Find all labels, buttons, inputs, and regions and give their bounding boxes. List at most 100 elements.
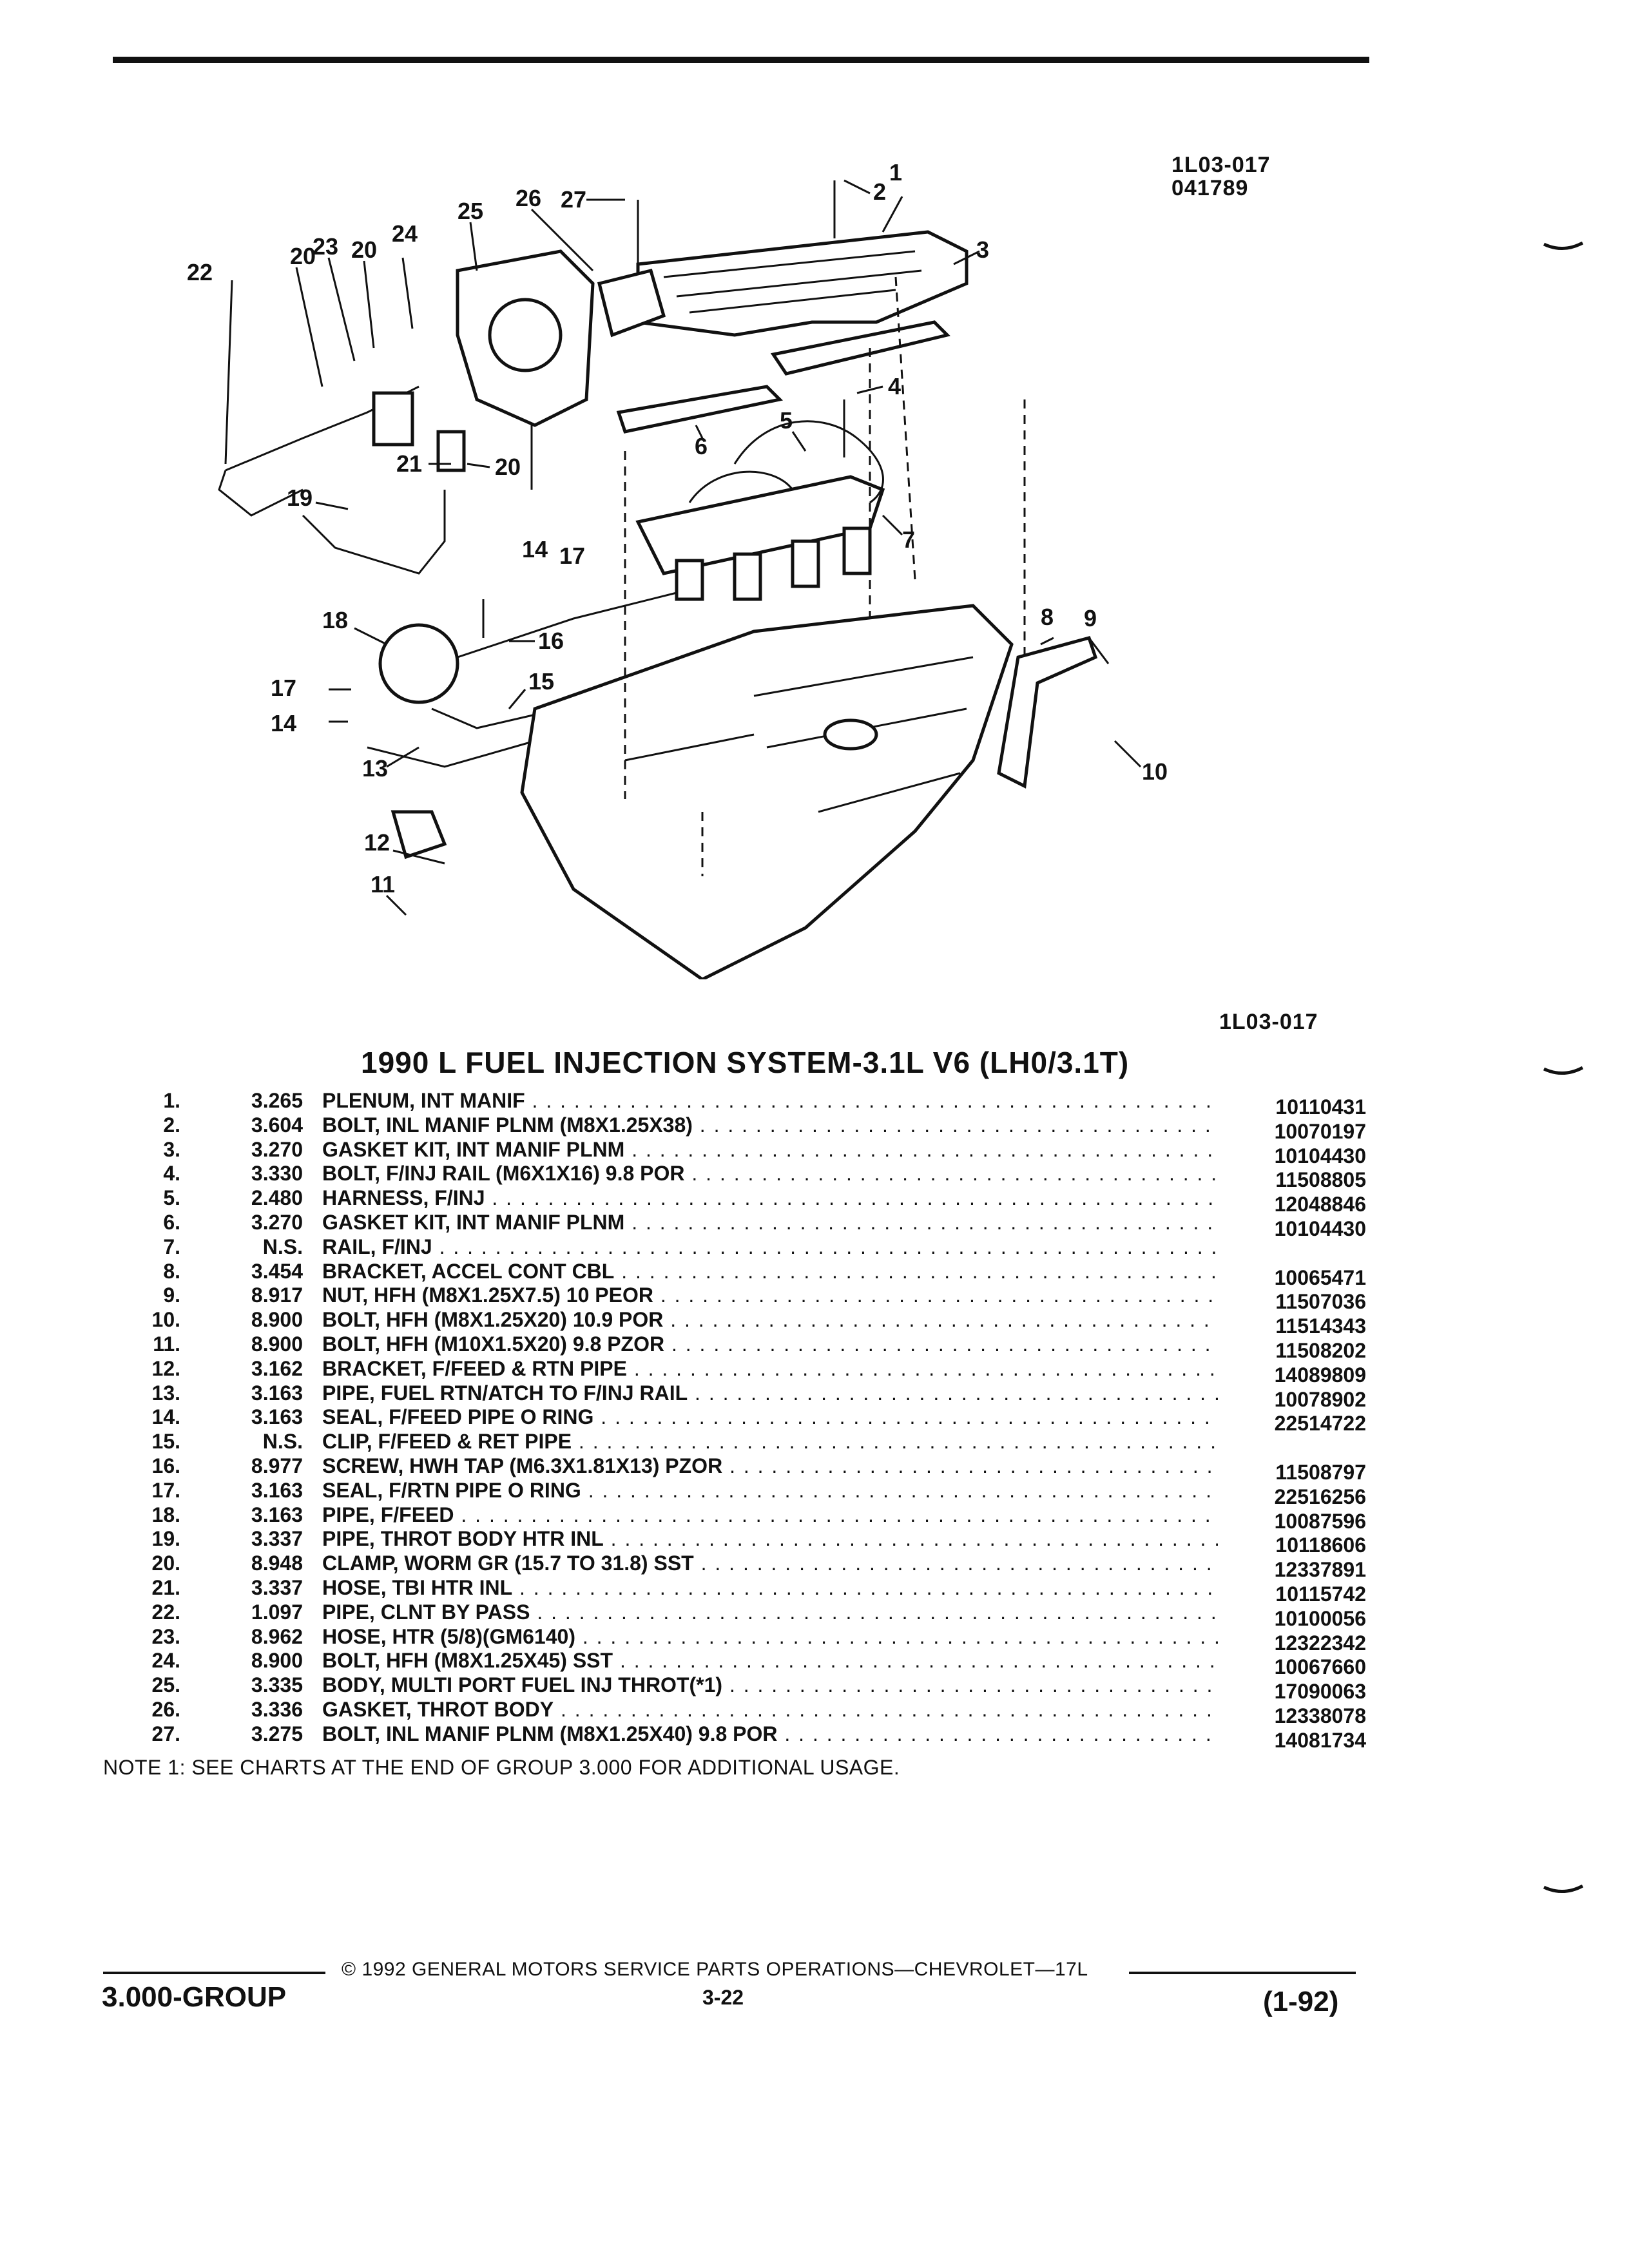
callout-19: 19	[287, 485, 313, 511]
item-number: 15.	[151, 1430, 180, 1454]
part-name: PIPE	[322, 1381, 369, 1405]
item-number: 3.	[163, 1137, 180, 1161]
group-code: 3.270	[251, 1210, 303, 1234]
group-code: 3.454	[251, 1259, 303, 1283]
part-name: BODY	[322, 1673, 380, 1697]
callout-27: 27	[561, 186, 586, 213]
part-detail: , HTR (5/8)(GM6140)	[380, 1624, 575, 1648]
plenum-gasket-shape	[770, 320, 950, 376]
copyright-notice: © 1992 GENERAL MOTORS SERVICE PARTS OPER…	[342, 1959, 1088, 1980]
part-name: PIPE	[322, 1600, 369, 1624]
part-name: SEAL	[322, 1405, 378, 1429]
item-number: 6.	[163, 1210, 180, 1234]
group-code: 3.335	[251, 1673, 303, 1697]
group-code: 3.336	[251, 1697, 303, 1721]
item-number: 27.	[151, 1722, 180, 1745]
part-detail: , HFH (M8X1.25X45) SST	[374, 1649, 613, 1673]
group-code: 3.337	[251, 1575, 303, 1599]
callout-16: 16	[538, 628, 564, 654]
callout-24: 24	[392, 220, 418, 247]
group-code: N.S.	[262, 1235, 303, 1258]
part-description: CLAMP, WORM GR (15.7 TO 31.8) SST	[322, 1552, 1218, 1576]
part-description: PIPE, F/FEED	[322, 1503, 1218, 1528]
binder-hole-mark	[1543, 242, 1584, 251]
part-detail: , MULTI PORT FUEL INJ THROT(*1)	[379, 1673, 723, 1697]
illustration-code: 1L03-017	[1171, 153, 1271, 177]
item-number: 2.	[163, 1113, 180, 1137]
part-name: BOLT	[322, 1722, 375, 1745]
part-detail: , HFH (M8X1.25X20) 10.9 POR	[374, 1308, 664, 1332]
item-number: 26.	[151, 1697, 180, 1721]
part-description: BODY, MULTI PORT FUEL INJ THROT(*1)	[322, 1673, 1218, 1698]
callout-26: 26	[516, 185, 541, 211]
part-number: 10104430	[1274, 1144, 1366, 1168]
accel-bracket-shape	[997, 635, 1098, 789]
group-code: 3.163	[251, 1381, 303, 1405]
callout-13: 13	[362, 755, 388, 782]
part-number: 10110431	[1275, 1095, 1366, 1119]
callout-1: 1	[889, 159, 902, 186]
part-name: BOLT	[322, 1308, 375, 1332]
part-description: CLIP, F/FEED & RET PIPE	[322, 1430, 1218, 1454]
part-detail: , INL MANIF PLNM (M8X1.25X40) 9.8 POR	[374, 1722, 778, 1745]
part-number: 12048846	[1274, 1193, 1366, 1216]
part-description: BOLT, HFH (M8X1.25X45) SST	[322, 1649, 1218, 1673]
item-number: 11.	[153, 1332, 180, 1356]
item-number: 16.	[151, 1454, 180, 1477]
callout-17-lower: 17	[271, 675, 296, 701]
group-code: 3.275	[251, 1722, 303, 1745]
part-number: 14081734	[1274, 1728, 1366, 1752]
part-description: SEAL, F/FEED PIPE O RING	[322, 1405, 1218, 1430]
callout-3: 3	[976, 236, 989, 263]
part-description: GASKET KIT, INT MANIF PLNM	[322, 1138, 1218, 1162]
part-number: 10115742	[1275, 1582, 1366, 1606]
part-name: BRACKET	[322, 1356, 421, 1380]
part-number: 10104430	[1274, 1216, 1366, 1240]
item-number: 4.	[163, 1162, 180, 1186]
part-name: CLAMP	[322, 1552, 393, 1575]
callout-labels: 1 2 3 4 5 6 7 8 9 10 11 12 13 14	[187, 159, 1168, 916]
part-detail: , THROT BODY	[405, 1697, 554, 1721]
part-detail: , INL MANIF PLNM (M8X1.25X38)	[374, 1113, 693, 1137]
part-description: BOLT, INL MANIF PLNM (M8X1.25X38)	[322, 1113, 1218, 1138]
part-detail: , F/INJ RAIL (M6X1X16) 9.8 POR	[374, 1162, 685, 1186]
part-name: RAIL	[322, 1235, 371, 1258]
diagram-drawing: 1 2 3 4 5 6 7 8 9 10 11 12 13 14	[187, 159, 1168, 981]
callout-15: 15	[528, 668, 554, 695]
top-rule	[113, 57, 1369, 63]
callout-20-left: 20	[290, 243, 316, 269]
part-name: HARNESS	[322, 1186, 423, 1210]
item-number: 17.	[151, 1478, 180, 1502]
part-name: SEAL	[322, 1478, 378, 1502]
group-code: 3.330	[251, 1162, 303, 1186]
usage-note: NOTE 1: SEE CHARTS AT THE END OF GROUP 3…	[103, 1756, 900, 1779]
group-code: 2.480	[251, 1186, 303, 1210]
part-name: CLIP	[322, 1430, 367, 1454]
part-detail: , CLNT BY PASS	[369, 1600, 530, 1624]
item-number: 23.	[151, 1624, 180, 1648]
group-label: 3.000-GROUP	[102, 1981, 287, 2013]
part-description: HARNESS, F/INJ	[322, 1186, 1218, 1211]
part-name: NUT	[322, 1283, 363, 1307]
callout-8: 8	[1041, 604, 1054, 630]
part-number: 22514722	[1274, 1412, 1366, 1436]
part-description: NUT, HFH (M8X1.25X7.5) 10 PEOR	[322, 1283, 1218, 1308]
part-name: HOSE	[322, 1575, 381, 1599]
group-code: 8.900	[251, 1649, 303, 1673]
part-number: 12338078	[1274, 1704, 1366, 1727]
part-description: PIPE, FUEL RTN/ATCH TO F/INJ RAIL	[322, 1381, 1218, 1406]
